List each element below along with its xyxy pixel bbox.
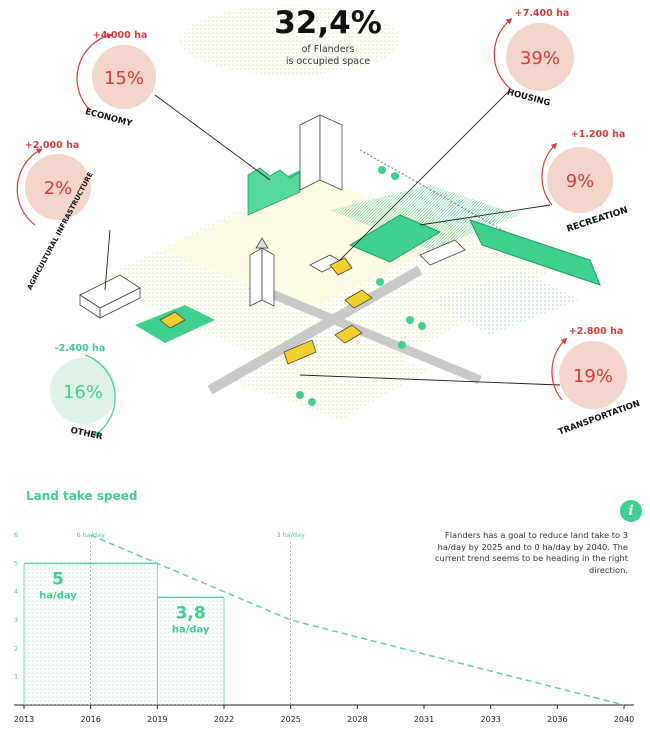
- y-tick-label: 4: [14, 588, 18, 596]
- y-tick-label: 6: [14, 531, 18, 539]
- measured-unit-label: ha/day: [172, 624, 210, 635]
- economy-label: ECONOMY: [84, 107, 134, 129]
- transport-percent: 19%: [573, 366, 613, 387]
- category-other: 16% -2.400 ha OTHER: [50, 343, 116, 442]
- recreation-change: +1.200 ha: [571, 129, 626, 140]
- agri-change: +2.000 ha: [25, 140, 80, 151]
- housing-change: +7.400 ha: [515, 8, 570, 19]
- category-economy: 15% +4.000 ha ECONOMY: [76, 30, 156, 129]
- headline-caption-2: is occupied space: [286, 56, 370, 67]
- annotation-label: 6 ha/day: [76, 531, 105, 539]
- y-tick-label: 5: [14, 559, 18, 567]
- x-tick-label: 2033: [480, 715, 500, 724]
- transport-change: +2.800 ha: [569, 326, 624, 337]
- x-tick-label: 2040: [614, 715, 634, 724]
- x-tick-label: 2028: [347, 715, 367, 724]
- headline-caption-1: of Flanders: [302, 44, 355, 55]
- economy-percent: 15%: [104, 68, 144, 89]
- land-take-speed-chart: Land take speed 1 2 3 4 5 6 2013 2016 2019 2022 20…: [14, 489, 634, 724]
- other-percent: 16%: [63, 382, 103, 403]
- recreation-percent: 9%: [566, 171, 595, 192]
- measured-area: [157, 597, 224, 705]
- y-tick-label: 2: [14, 644, 18, 652]
- leader-lines: [104, 89, 561, 386]
- x-tick-label: 2031: [414, 715, 434, 724]
- economy-change: +4.000 ha: [93, 30, 148, 41]
- x-tick-label: 2036: [547, 715, 567, 724]
- y-tick-label: 1: [14, 673, 18, 681]
- landscape: [79, 114, 601, 420]
- other-label: OTHER: [69, 426, 103, 443]
- x-tick-label: 2013: [14, 715, 34, 724]
- info-icon: i: [620, 500, 642, 522]
- x-tick-label: 2025: [280, 715, 300, 724]
- land-use-illustration: 32,4% of Flanders is occupied space 15% …: [16, 5, 641, 442]
- chart-title: Land take speed: [26, 489, 137, 503]
- measured-value-label: 3,8: [176, 603, 206, 623]
- headline-cloud: [180, 5, 400, 75]
- category-agricultural: 2% +2.000 ha AGRICULTURAL INFRASTRUCTURE: [16, 140, 95, 291]
- housing-percent: 39%: [520, 48, 560, 69]
- x-tick-label: 2022: [214, 715, 234, 724]
- y-tick-label: 3: [14, 616, 18, 624]
- info-text: Flanders has a goal to reduce land take …: [435, 530, 628, 575]
- target-line: [90, 534, 625, 706]
- measured-unit-label: ha/day: [39, 590, 77, 601]
- annotation-label: 3 ha/day: [276, 531, 305, 539]
- measured-value-label: 5: [52, 569, 64, 589]
- x-tick-label: 2016: [80, 715, 100, 724]
- agri-percent: 2%: [44, 178, 73, 199]
- category-recreation: 9% +1.200 ha RECREATION: [541, 129, 629, 235]
- headline-value: 32,4%: [274, 5, 382, 41]
- category-housing: 39% +7.400 ha HOUSING: [493, 8, 574, 109]
- other-change: -2.400 ha: [55, 343, 105, 354]
- category-transportation: 19% +2.800 ha TRANSPORTATION: [551, 326, 641, 438]
- x-tick-label: 2019: [147, 715, 167, 724]
